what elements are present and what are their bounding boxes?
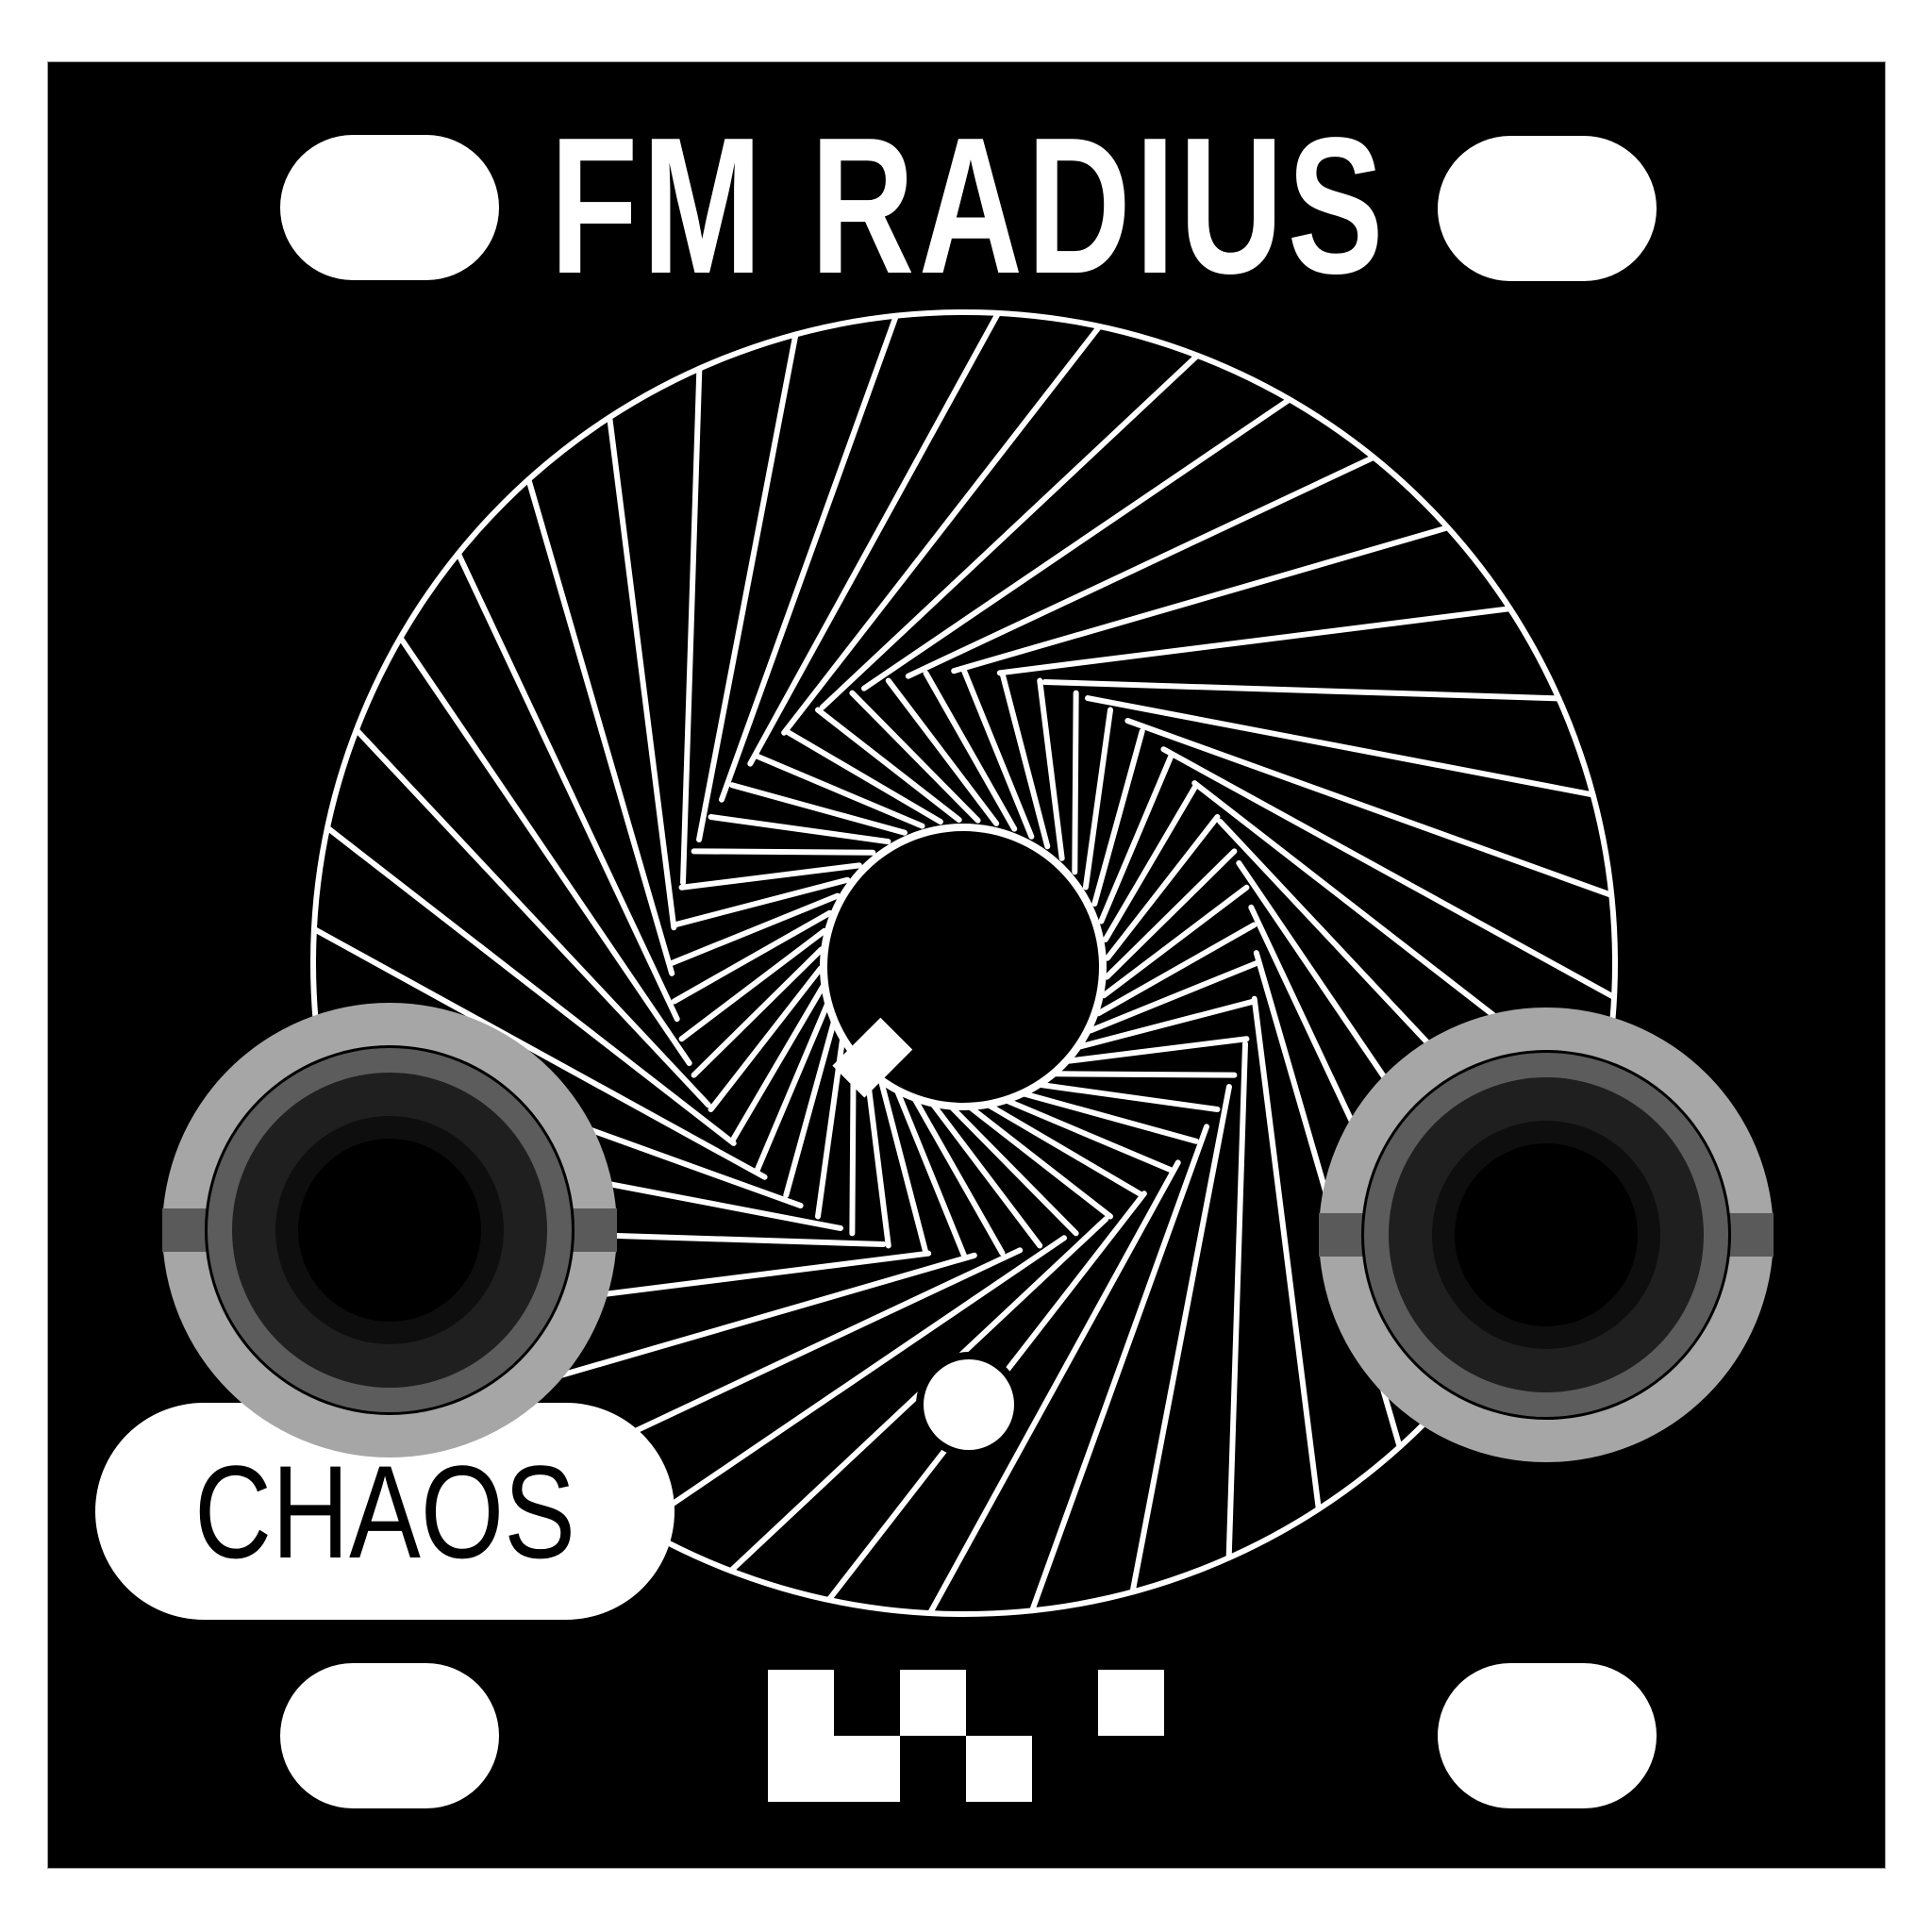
status-led	[924, 1359, 1014, 1450]
knob-indicator-icon	[832, 1017, 913, 1098]
mounting-hole-top-right	[1438, 136, 1657, 281]
logo-cell	[768, 1670, 834, 1736]
right-jack[interactable]	[1319, 1008, 1774, 1462]
brand-logo-icon	[768, 1670, 1164, 1802]
jack-socket[interactable]	[1455, 1143, 1638, 1326]
logo-cell	[768, 1736, 834, 1802]
logo-cell	[966, 1736, 1032, 1802]
left-jack[interactable]	[162, 1003, 617, 1457]
chaos-label-text: CHAOS	[194, 1438, 575, 1586]
jack-socket[interactable]	[298, 1139, 481, 1322]
mounting-hole-bottom-left	[280, 1663, 499, 1808]
mounting-hole-bottom-right	[1438, 1663, 1657, 1808]
module-title: FM RADIUS	[550, 97, 1388, 314]
mounting-hole-top-left	[280, 135, 499, 280]
radius-knob[interactable]	[820, 824, 1107, 1110]
chaos-label: CHAOS	[194, 1438, 575, 1586]
logo-cell	[1098, 1670, 1164, 1736]
logo-cell	[834, 1736, 900, 1802]
spiral-outer-ring	[310, 309, 1618, 1617]
logo-cell	[900, 1670, 966, 1736]
module-title-text: FM RADIUS	[550, 97, 1388, 314]
